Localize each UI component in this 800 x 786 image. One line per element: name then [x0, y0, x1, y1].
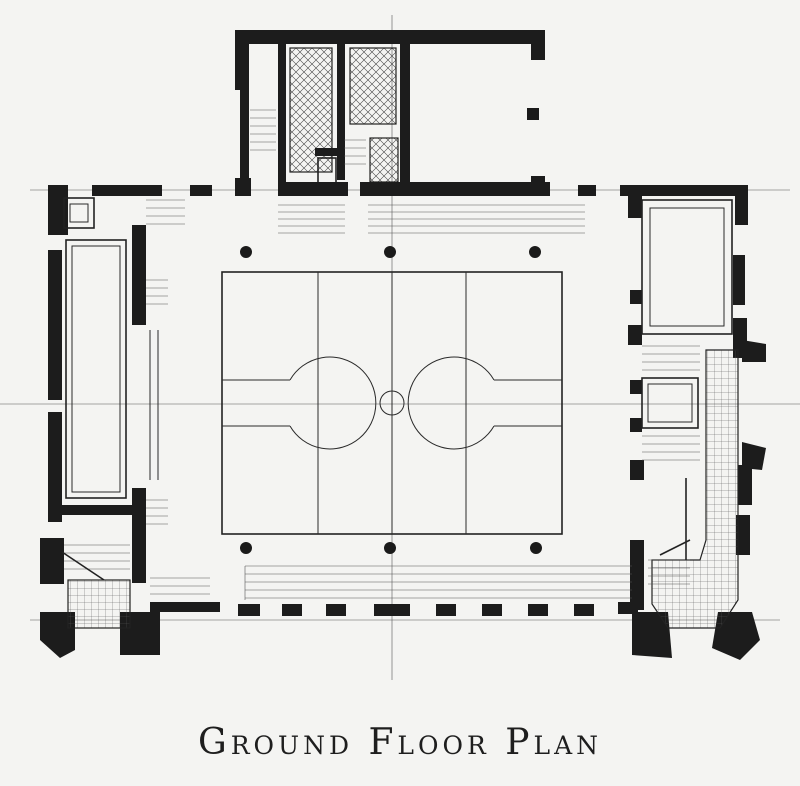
basketball-court: [221, 271, 563, 535]
main-walls: [40, 178, 766, 660]
east-rooms: [641, 199, 739, 629]
drawing-title: Ground Floor Plan: [197, 722, 603, 763]
entry-steps: [244, 204, 632, 600]
hatched-room: [349, 47, 397, 125]
tiled-corridor: [651, 349, 739, 629]
hatched-room: [369, 137, 399, 183]
hall-columns: [240, 246, 542, 554]
tiled-floor: [67, 579, 131, 629]
west-rooms: [61, 197, 210, 629]
north-annex: [235, 30, 545, 192]
